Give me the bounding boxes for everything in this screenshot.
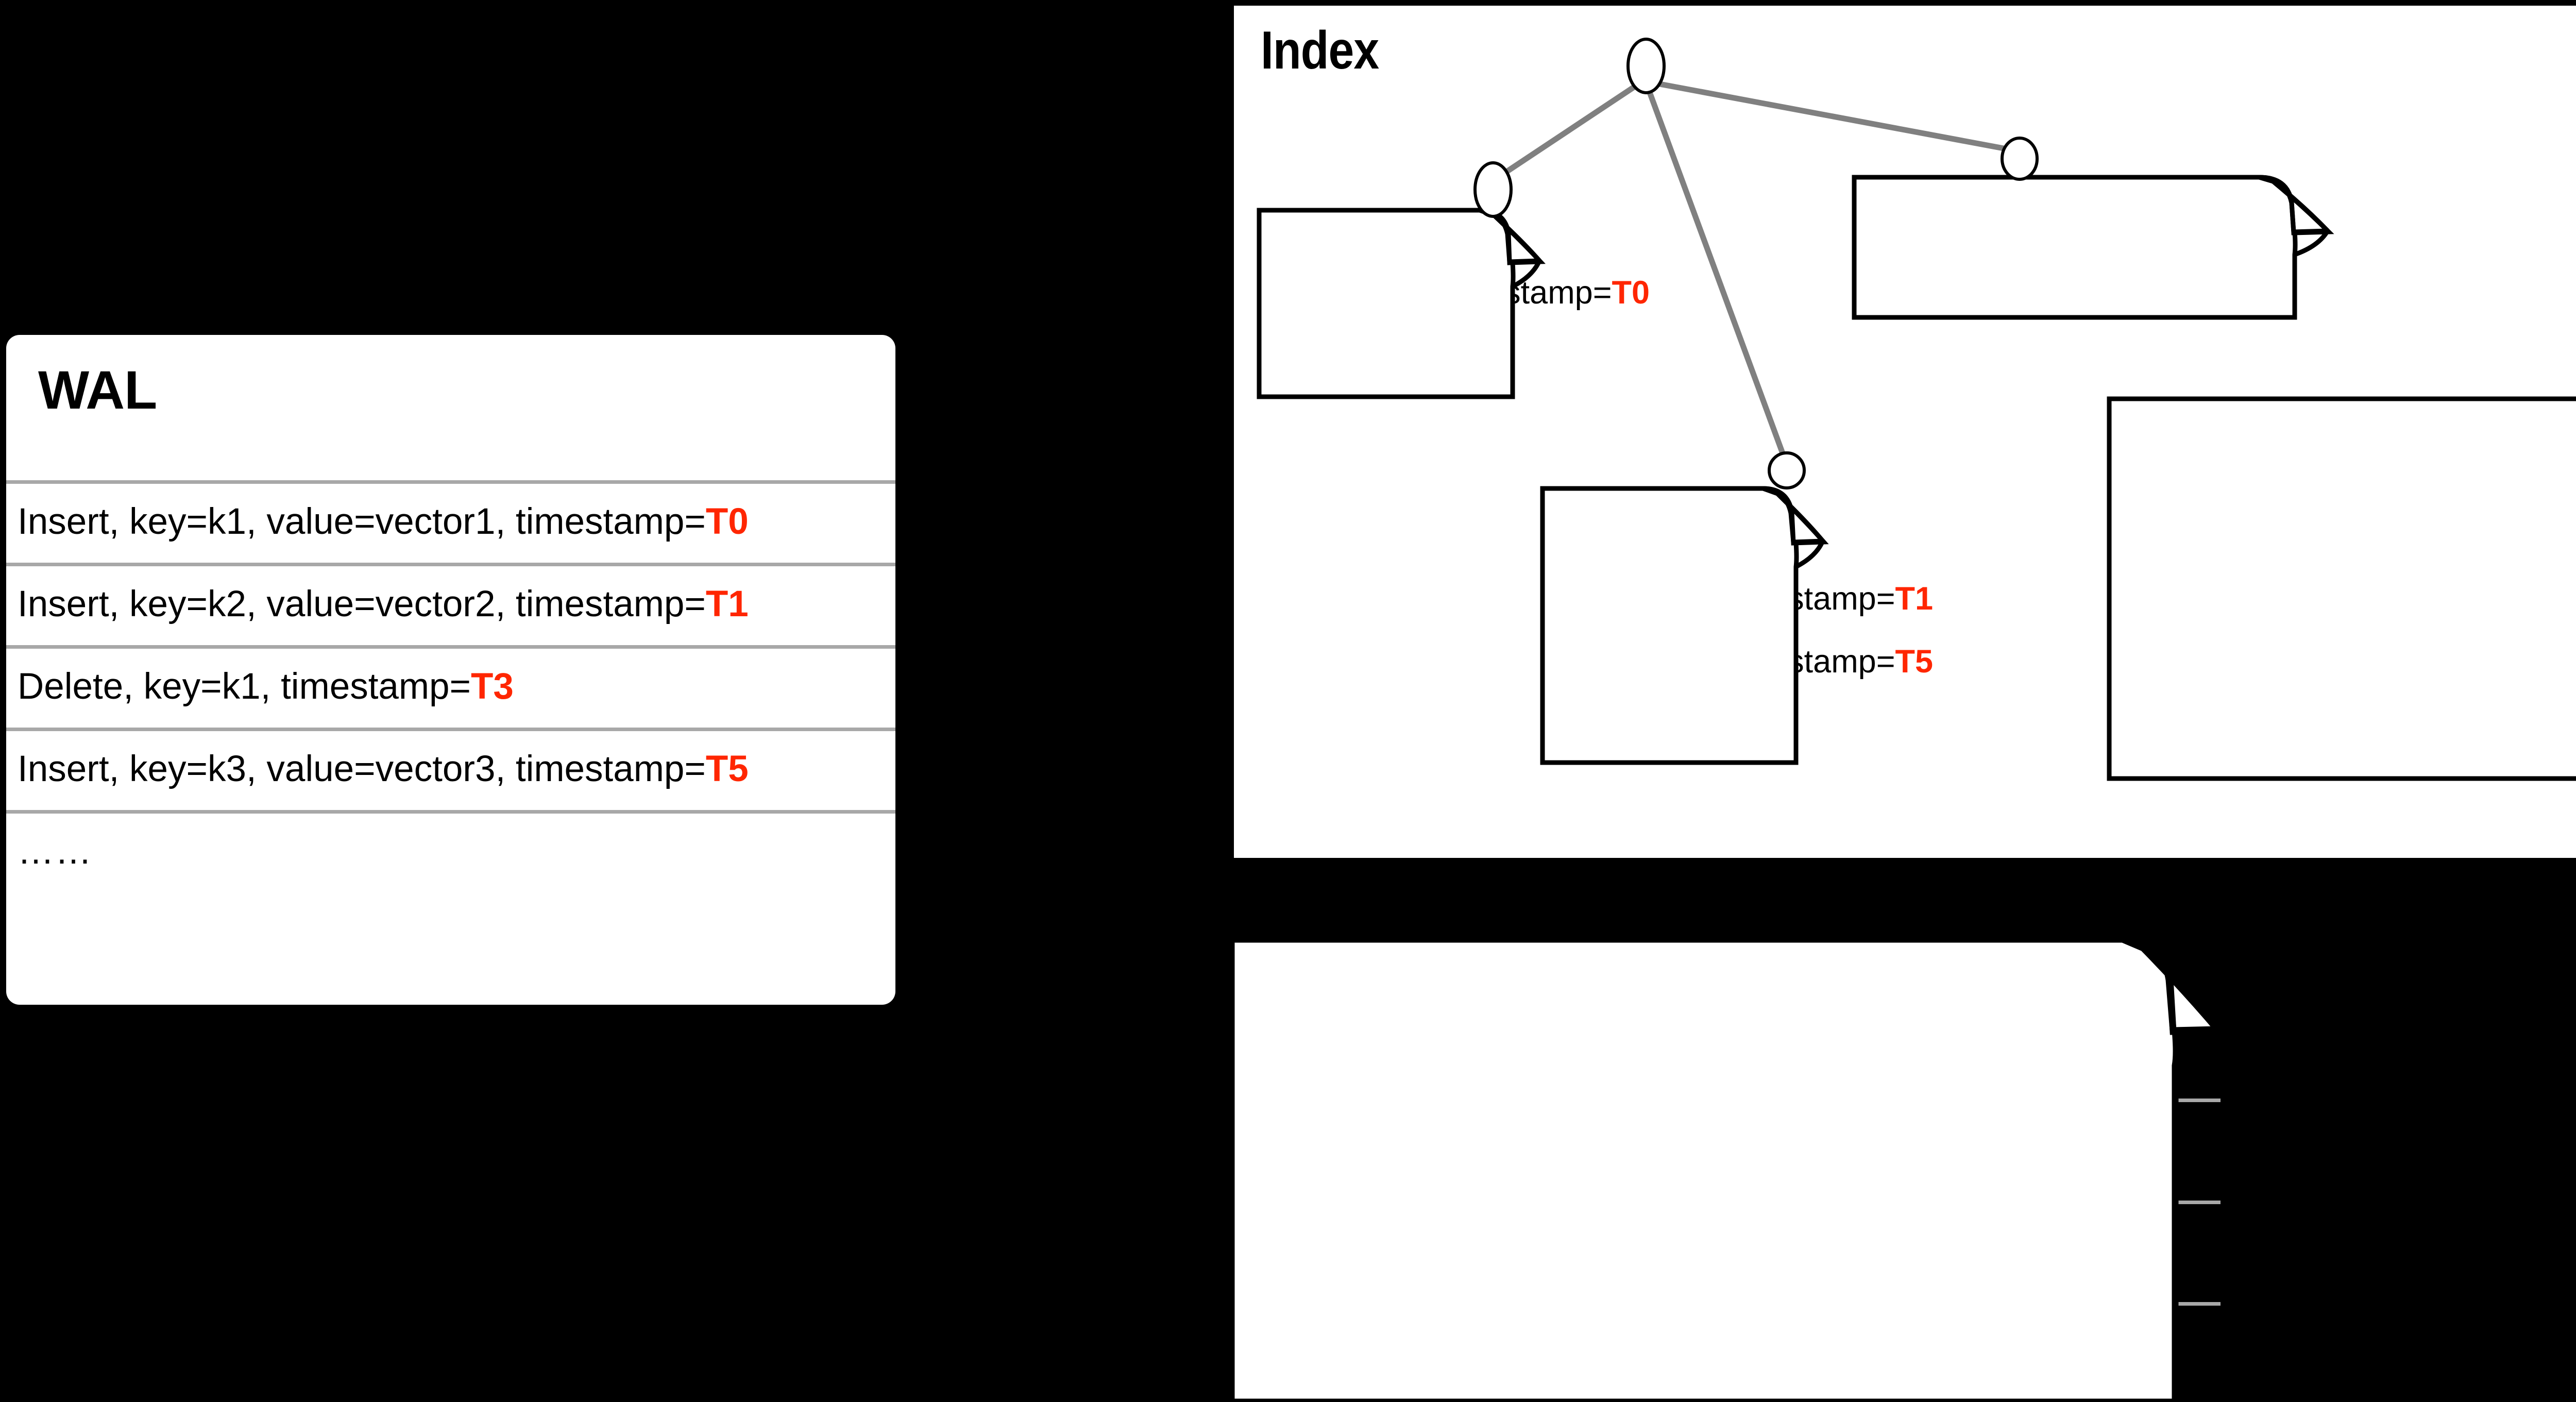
tree-node-middle-child[interactable]	[1768, 451, 1806, 489]
wal-row-timestamp: T0	[705, 501, 749, 542]
wal-row-separator	[6, 810, 895, 814]
index-node-right-shape	[1852, 175, 2334, 320]
wal-row-separator	[6, 645, 895, 649]
index-tree-edges	[1495, 79, 2010, 457]
wal-ellipsis: ……	[18, 831, 93, 872]
bin-log-shape	[1228, 936, 2226, 1402]
tree-edge-root-middle	[1643, 83, 1787, 457]
tree-edge-root-right	[1650, 79, 2010, 153]
wal-title: WAL	[38, 360, 157, 420]
tree-node-right-child[interactable]	[2001, 137, 2039, 181]
index-title: Index	[1261, 21, 1379, 80]
wal-row-separator	[6, 563, 895, 566]
tree-node-left-child[interactable]	[1473, 161, 1513, 218]
index-node-k1-shape	[1257, 208, 1546, 399]
node-row-timestamp: T0	[1612, 275, 1650, 311]
wal-row-timestamp: T3	[471, 666, 514, 707]
wal-row-text: Delete, key=k1, timestamp=T3	[18, 666, 514, 707]
wal-row-label: Delete, key=k1, timestamp=	[18, 666, 471, 707]
wal-row-text: Insert, key=k2, value=vector2, timestamp…	[18, 583, 749, 625]
wal-row-timestamp: T5	[705, 749, 749, 789]
index-tree-nodes	[1473, 38, 2039, 489]
wal-row-separator	[6, 728, 895, 731]
tree-edge-root-left	[1495, 80, 1643, 181]
tree-node-root[interactable]	[1626, 38, 1666, 94]
wal-row-label: Insert, key=k3, value=vector3, timestamp…	[18, 749, 706, 789]
node-row-timestamp: T5	[1895, 644, 1934, 680]
index-node-k2k3-shape	[1540, 486, 1829, 765]
wal-row-label: Insert, key=k1, value=vector1, timestamp…	[18, 501, 706, 542]
wal-row-text: Insert, key=k1, value=vector1, timestamp…	[18, 501, 749, 543]
node-row-timestamp: T1	[1895, 581, 1934, 617]
delete-log-shape	[2107, 396, 2576, 781]
wal-row-separator	[6, 480, 895, 484]
wal-row-text: Insert, key=k3, value=vector3, timestamp…	[18, 748, 749, 790]
wal-panel: WAL Insert, key=k1, value=vector1, times…	[6, 335, 895, 1005]
wal-row-label: Insert, key=k2, value=vector2, timestamp…	[18, 584, 706, 624]
wal-row-timestamp: T1	[705, 584, 749, 624]
